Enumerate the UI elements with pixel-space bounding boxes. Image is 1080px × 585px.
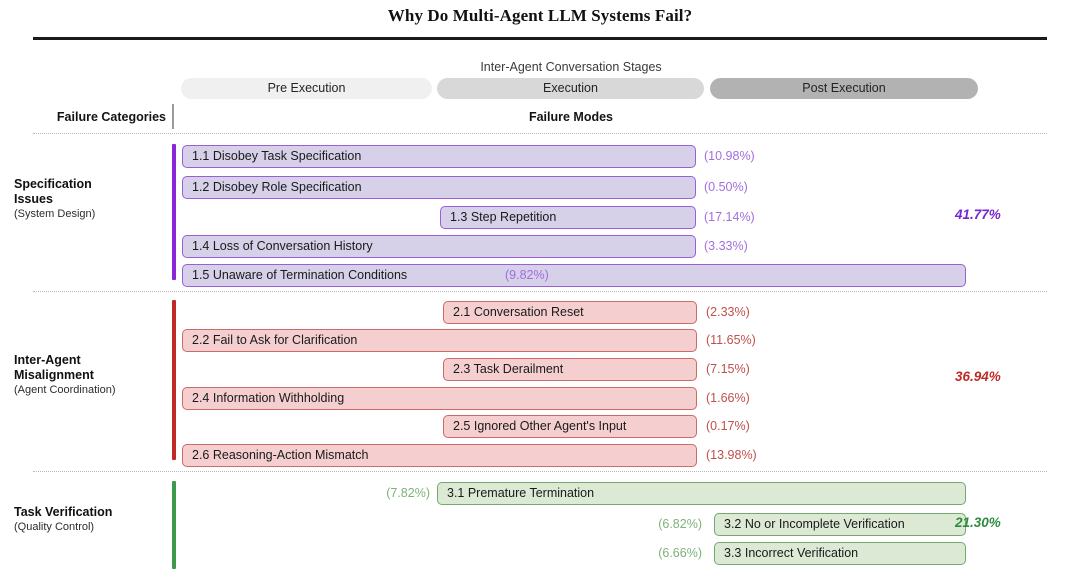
- failure-mode-percent: (10.98%): [704, 149, 755, 163]
- failure-mode-percent: (0.50%): [704, 180, 748, 194]
- category-total-percent: 36.94%: [955, 369, 1001, 384]
- failure-mode-bar[interactable]: 2.3 Task Derailment: [443, 358, 697, 381]
- page-title: Why Do Multi-Agent LLM Systems Fail?: [387, 6, 693, 25]
- failure-mode-bar[interactable]: 2.5 Ignored Other Agent's Input: [443, 415, 697, 438]
- category-block-task-verification: Task Verification (Quality Control) 3.1 …: [0, 471, 1080, 581]
- category-label: Task Verification (Quality Control): [14, 505, 164, 534]
- failure-mode-bar[interactable]: 2.4 Information Withholding: [182, 387, 697, 410]
- category-total-percent: 21.30%: [955, 515, 1001, 530]
- failure-mode-bar[interactable]: 3.2 No or Incomplete Verification: [714, 513, 966, 536]
- failure-mode-percent: (2.33%): [706, 305, 750, 319]
- stage-pill-post-execution[interactable]: Post Execution: [710, 78, 978, 99]
- category-name-line1: Inter-Agent: [14, 353, 81, 367]
- section-separator: [33, 471, 1047, 472]
- stage-pill-pre-execution[interactable]: Pre Execution: [181, 78, 432, 99]
- category-subtitle: (Quality Control): [14, 521, 95, 533]
- category-name-line1: Task Verification: [14, 505, 113, 519]
- category-block-specification-issues: Specification Issues (System Design) 1.1…: [0, 133, 1080, 291]
- failure-mode-percent: (6.82%): [658, 517, 702, 531]
- category-accent-bar: [172, 300, 176, 460]
- failure-mode-bar[interactable]: 1.3 Step Repetition: [440, 206, 696, 229]
- failure-mode-percent: (7.15%): [706, 362, 750, 376]
- failure-mode-bar[interactable]: 1.5 Unaware of Termination Conditions: [182, 264, 966, 287]
- category-name-line1: Specification: [14, 177, 92, 191]
- category-accent-bar: [172, 144, 176, 280]
- stages-caption: Inter-Agent Conversation Stages: [480, 60, 662, 74]
- failure-mode-percent: (6.66%): [658, 546, 702, 560]
- failure-mode-percent: (1.66%): [706, 391, 750, 405]
- category-name-line2: Misalignment: [14, 368, 94, 382]
- category-label: Specification Issues (System Design): [14, 177, 164, 221]
- failure-mode-bar[interactable]: 2.2 Fail to Ask for Clarification: [182, 329, 697, 352]
- category-total-percent: 41.77%: [955, 207, 1001, 222]
- failure-modes-header: Failure Modes: [528, 110, 614, 124]
- failure-mode-percent: (17.14%): [704, 210, 755, 224]
- stage-pill-execution[interactable]: Execution: [437, 78, 704, 99]
- category-name-line2: Issues: [14, 192, 53, 206]
- failure-mode-percent: (13.98%): [706, 448, 757, 462]
- category-label: Inter-Agent Misalignment (Agent Coordina…: [14, 353, 164, 397]
- title-divider-rule: [33, 37, 1047, 40]
- failure-mode-bar[interactable]: 2.1 Conversation Reset: [443, 301, 697, 324]
- category-subtitle: (System Design): [14, 208, 96, 220]
- failure-mode-percent: (7.82%): [386, 486, 430, 500]
- failure-mode-bar[interactable]: 1.4 Loss of Conversation History: [182, 235, 696, 258]
- category-subtitle: (Agent Coordination): [14, 384, 116, 396]
- section-separator: [33, 291, 1047, 292]
- failure-categories-header: Failure Categories: [56, 110, 166, 124]
- failure-mode-bar[interactable]: 3.1 Premature Termination: [437, 482, 966, 505]
- section-separator: [33, 133, 1047, 134]
- failure-mode-bar[interactable]: 2.6 Reasoning-Action Mismatch: [182, 444, 697, 467]
- failure-mode-percent: (9.82%): [505, 268, 549, 282]
- failure-mode-percent: (0.17%): [706, 419, 750, 433]
- header-column-divider: [172, 104, 174, 129]
- failure-mode-bar[interactable]: 3.3 Incorrect Verification: [714, 542, 966, 565]
- failure-mode-bar[interactable]: 1.2 Disobey Role Specification: [182, 176, 696, 199]
- category-accent-bar: [172, 481, 176, 569]
- failure-mode-percent: (11.65%): [706, 333, 756, 347]
- category-block-inter-agent-misalignment: Inter-Agent Misalignment (Agent Coordina…: [0, 291, 1080, 471]
- failure-mode-percent: (3.33%): [704, 239, 748, 253]
- failure-mode-bar[interactable]: 1.1 Disobey Task Specification: [182, 145, 696, 168]
